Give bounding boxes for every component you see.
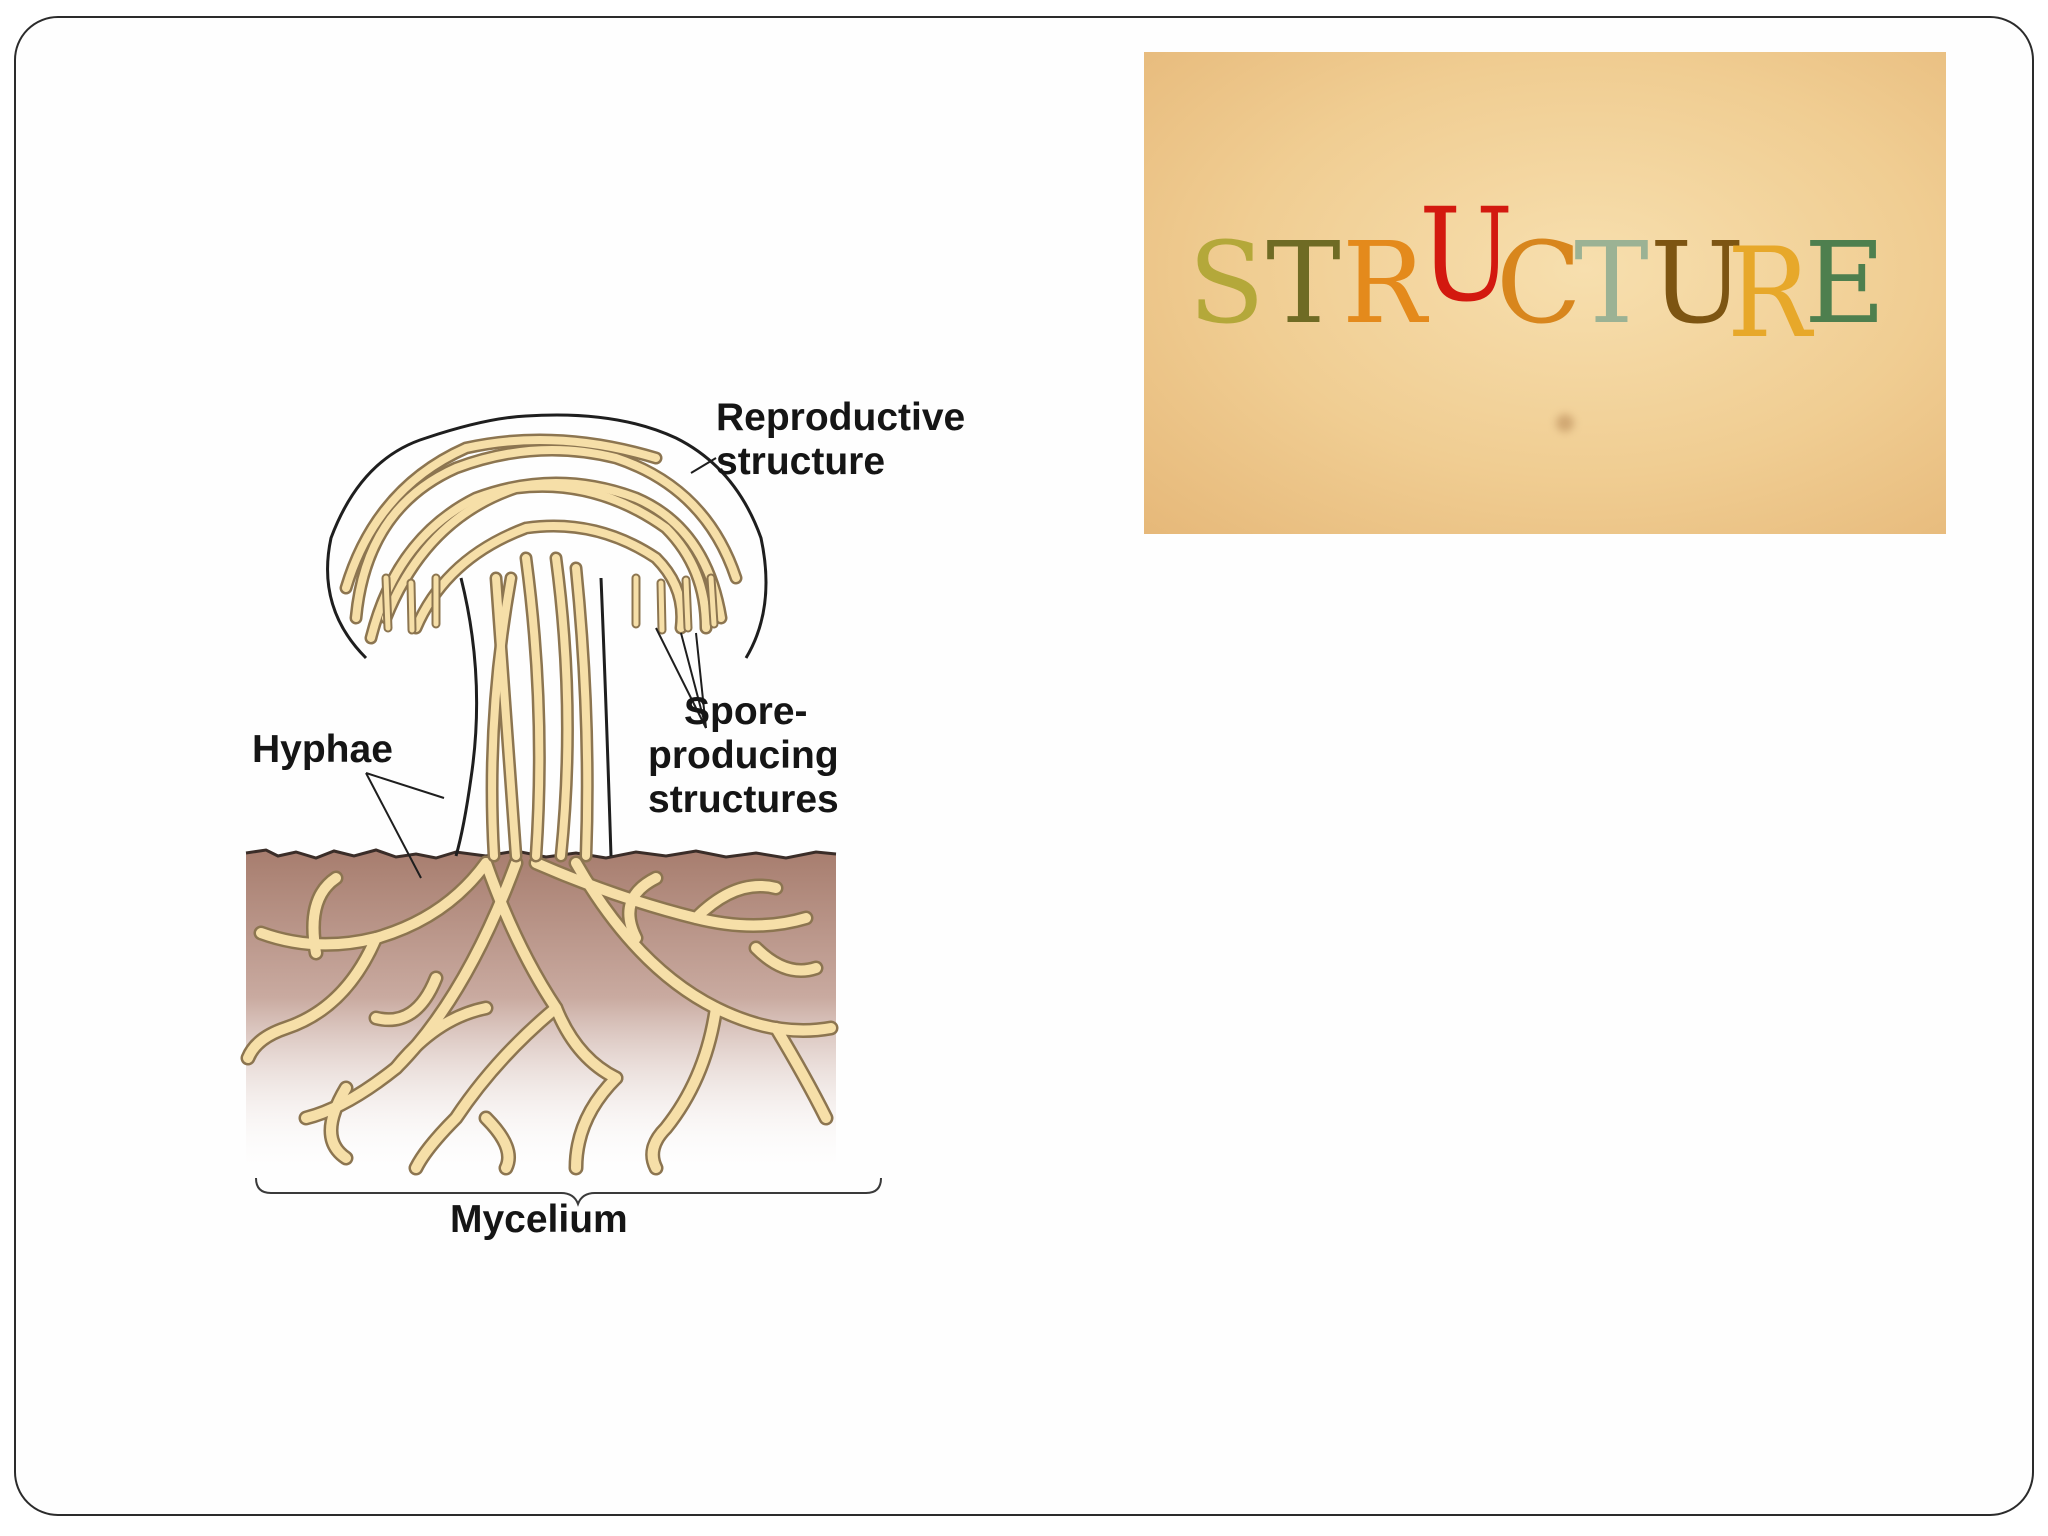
banner-letter: S: [1188, 219, 1265, 349]
label-mycelium: Mycelium: [450, 1198, 628, 1241]
banner-letter: T: [1266, 219, 1341, 349]
label-spore-line1: Spore-: [684, 690, 808, 733]
slide-frame: Reproductive structure Spore- producing …: [14, 16, 2034, 1516]
structure-word: S T R U C T U R E: [1188, 192, 1886, 368]
structure-banner: S T R U C T U R E: [1144, 52, 1946, 534]
banner-letter: T: [1574, 219, 1649, 349]
stalk-outline: [454, 577, 613, 857]
mushroom-diagram: [240, 413, 882, 1207]
paper-stain: [1556, 414, 1574, 432]
mycelium-network: [240, 855, 839, 1176]
label-hyphae: Hyphae: [252, 728, 393, 771]
banner-letter: U: [1650, 219, 1745, 349]
banner-letter: R: [1727, 222, 1812, 366]
leader-lines: [365, 457, 717, 879]
label-spore-line3: structures: [648, 778, 839, 821]
banner-letter: R: [1342, 219, 1427, 349]
banner-letter: C: [1496, 219, 1582, 349]
label-spore-line2: producing: [648, 734, 839, 777]
cap-outline: [326, 413, 768, 660]
mycelium-brace: [255, 1177, 882, 1207]
cap-hyphae: [339, 433, 743, 863]
label-reproductive-line1: Reproductive: [716, 396, 966, 439]
banner-letter: U: [1419, 181, 1514, 331]
banner-letter: E: [1804, 219, 1886, 349]
label-reproductive-line2: structure: [716, 440, 886, 483]
